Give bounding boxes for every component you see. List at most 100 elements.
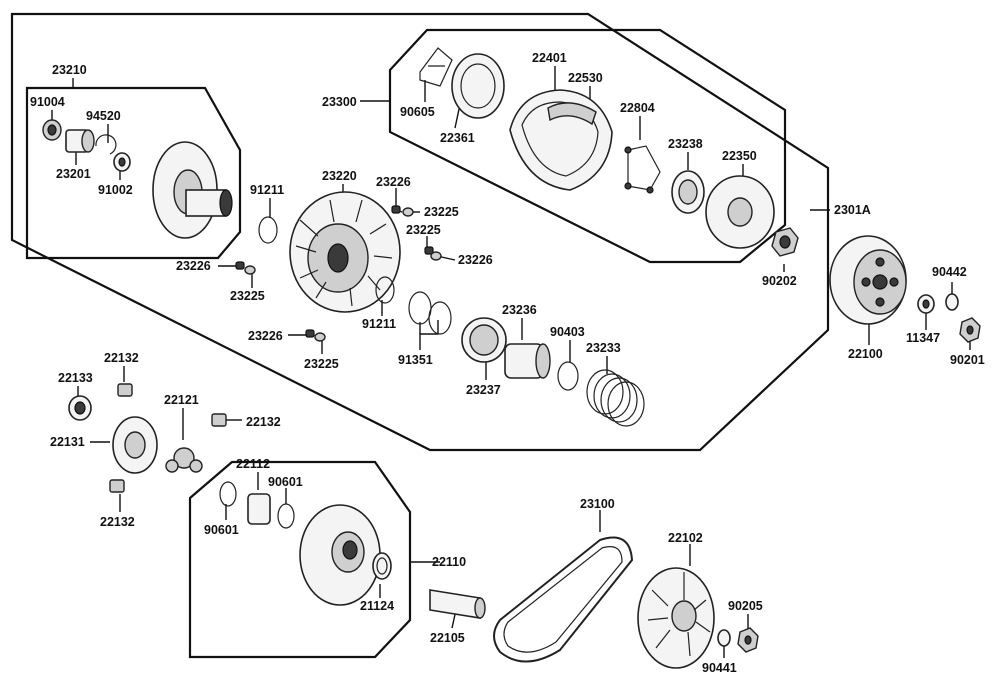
drive-belt-23100 (493, 536, 634, 663)
part-number-labels: 23210 91004 94520 23201 91002 23300 9060… (30, 51, 985, 675)
label-91351: 91351 (398, 353, 433, 367)
label-23225-upper: 23225 (424, 205, 459, 219)
drive-pulley-subgroup-frame (188, 460, 412, 659)
collar-23201 (65, 129, 95, 153)
pin-23226-left (235, 261, 245, 270)
bracket-22804 (624, 145, 661, 194)
movable-drive-face-22110 (299, 504, 381, 606)
label-22132-right: 22132 (246, 415, 281, 429)
pin-23226-lower (305, 329, 315, 338)
label-90202: 90202 (762, 274, 797, 288)
movable-driven-face-23220 (289, 191, 401, 313)
label-23238: 23238 (668, 137, 703, 151)
label-91211-lower: 91211 (362, 317, 396, 331)
label-22133: 22133 (58, 371, 93, 385)
guide-pin-collar-23236 (504, 343, 551, 379)
label-90201: 90201 (950, 353, 985, 367)
ramp-plate-22131 (112, 416, 158, 474)
label-90205: 90205 (728, 599, 763, 613)
label-23201: 23201 (56, 167, 91, 181)
label-22105: 22105 (430, 631, 465, 645)
label-22100: 22100 (848, 347, 883, 361)
washer-21124 (372, 552, 392, 580)
label-23233: 23233 (586, 341, 621, 355)
nut-90202 (771, 227, 799, 257)
gasket-22361 (451, 53, 505, 119)
label-22110: 22110 (432, 555, 466, 569)
o-ring-91211-lower (375, 276, 395, 304)
seal-collar-23237 (461, 317, 507, 363)
bearing-11347 (917, 294, 935, 314)
label-23300: 23300 (322, 95, 357, 109)
label-22102: 22102 (668, 531, 703, 545)
label-22401: 22401 (532, 51, 567, 65)
label-11347: 11347 (906, 331, 940, 345)
roller-23225-lower (314, 332, 326, 342)
label-90441: 90441 (702, 661, 737, 675)
washer-90442 (945, 293, 959, 311)
label-90605: 90605 (400, 105, 435, 119)
label-22131: 22131 (50, 435, 85, 449)
label-21124: 21124 (360, 599, 394, 613)
label-22804: 22804 (620, 101, 655, 115)
label-91211-upper: 91211 (250, 183, 284, 197)
clutch-shoe-spring-22530 (547, 102, 597, 126)
weight-rollers-22121 (165, 447, 203, 473)
o-ring-90403 (557, 361, 579, 391)
o-ring-90601-right (277, 503, 295, 529)
bearing-23238 (671, 170, 705, 214)
label-22530: 22530 (568, 71, 603, 85)
label-90442: 90442 (932, 265, 967, 279)
label-23210: 23210 (52, 63, 87, 77)
label-2301A: 2301A (834, 203, 871, 217)
circlip-94520 (95, 134, 117, 155)
label-23225-right: 23225 (406, 223, 441, 237)
label-91002: 91002 (98, 183, 133, 197)
fixed-drive-face-22102 (637, 567, 715, 669)
label-22132-top: 22132 (104, 351, 139, 365)
o-ring-90601-left (219, 481, 237, 507)
oil-seal-91002 (113, 152, 131, 172)
label-91004: 91004 (30, 95, 65, 109)
roller-23225-upper (402, 207, 414, 217)
label-22361: 22361 (440, 131, 475, 145)
bearing-91004 (42, 119, 62, 141)
drive-collar-22105 (429, 589, 486, 619)
label-23237: 23237 (466, 383, 501, 397)
pin-23226-right (424, 246, 434, 255)
clutch-outer-22100 (829, 235, 907, 325)
label-23236: 23236 (502, 303, 537, 317)
clutch-subgroup-frame (388, 28, 787, 264)
spring-clip-90605 (419, 47, 453, 87)
label-22350: 22350 (722, 149, 757, 163)
slider-piece-22133 (68, 395, 92, 421)
clip-22132-right (211, 413, 227, 427)
driven-spring-23233 (586, 369, 645, 427)
washer-90441 (717, 629, 731, 647)
o-rings-91351 (408, 291, 452, 335)
label-23225-left: 23225 (230, 289, 265, 303)
nut-90201 (959, 317, 981, 343)
nut-90205 (737, 627, 759, 653)
label-23220: 23220 (322, 169, 357, 183)
label-90601-right: 90601 (268, 475, 303, 489)
clip-22132-bottom (109, 479, 125, 493)
label-23226-left: 23226 (176, 259, 211, 273)
driven-pulley-group-frame (10, 12, 830, 452)
clutch-plate-22350 (705, 175, 775, 249)
label-22112: 22112 (236, 457, 270, 471)
roller-23225-right (430, 251, 442, 261)
label-23100: 23100 (580, 497, 615, 511)
label-23226-lower: 23226 (248, 329, 283, 343)
o-ring-91211-upper (258, 216, 278, 244)
pin-23226-upper (391, 205, 401, 214)
label-94520: 94520 (86, 109, 121, 123)
clip-22132-top (117, 383, 133, 397)
fixed-face-23210 (152, 141, 233, 239)
label-22121: 22121 (164, 393, 199, 407)
label-90601-left: 90601 (204, 523, 239, 537)
label-22132-bottom: 22132 (100, 515, 135, 529)
label-90403: 90403 (550, 325, 585, 339)
label-23226-right: 23226 (458, 253, 493, 267)
